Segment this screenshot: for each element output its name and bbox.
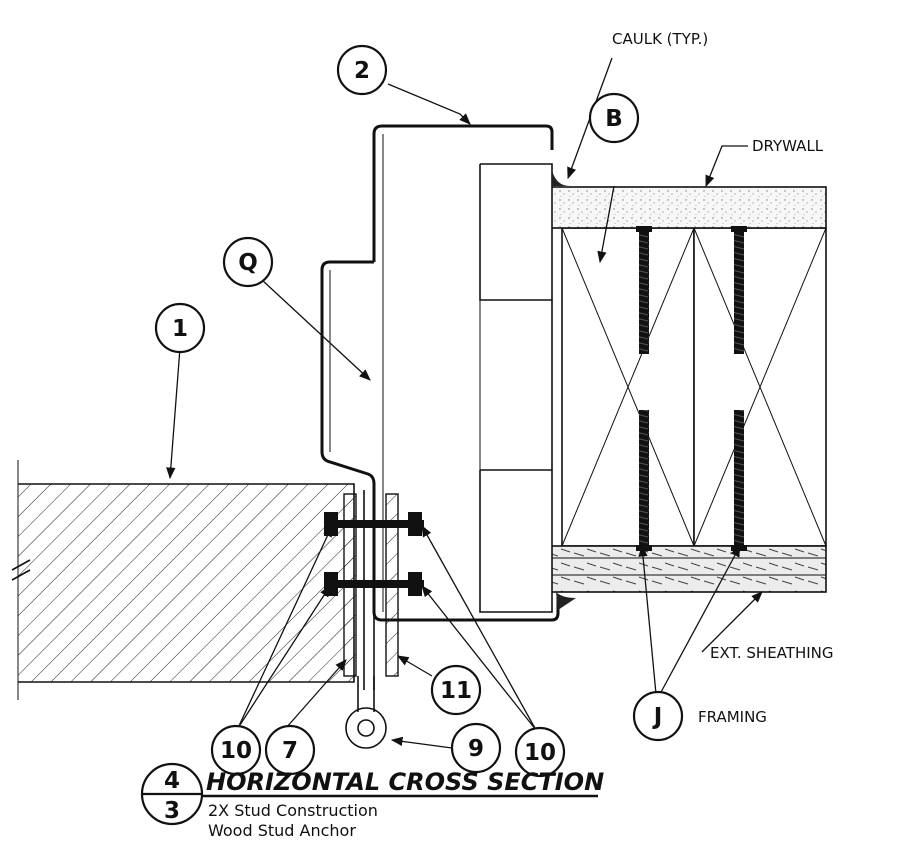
leader-lines [166, 57, 763, 749]
svg-text:9: 9 [468, 736, 484, 762]
svg-text:10: 10 [524, 740, 556, 766]
callout-10-left: 10 [210, 724, 262, 776]
ext-sheathing-label: EXT. SHEATHING [710, 644, 834, 662]
callout-2: 2 [336, 44, 388, 96]
frame-channel [372, 124, 560, 622]
callout-7: 7 [264, 724, 316, 776]
title-number-top: 4 [164, 768, 180, 794]
callout-b: B [588, 92, 640, 144]
title-subline-1: 2X Stud Construction [208, 801, 378, 820]
drywall-board [519, 186, 827, 229]
svg-text:1: 1 [172, 316, 188, 342]
title-number-bottom: 3 [164, 798, 180, 824]
svg-text:Q: Q [238, 250, 258, 276]
svg-text:2: 2 [354, 58, 370, 84]
caulk-label: CAULK (TYP.) [612, 30, 708, 48]
exterior-sheathing [519, 545, 827, 593]
title-subline-2: Wood Stud Anchor [208, 821, 356, 840]
svg-text:7: 7 [282, 738, 298, 764]
trim-subframe [320, 260, 376, 500]
callout-j: J [632, 690, 684, 742]
title-block: 4 3 HORIZONTAL CROSS SECTION 2X Stud Con… [140, 762, 604, 840]
title-text: HORIZONTAL CROSS SECTION [206, 768, 604, 796]
svg-text:10: 10 [220, 738, 252, 764]
callout-1: 1 [154, 302, 206, 354]
caulk-beads [552, 170, 576, 610]
callout-9: 9 [450, 722, 502, 774]
masonry-wall [11, 460, 355, 700]
drywall-label: DRYWALL [752, 137, 824, 155]
callout-q: Q [222, 236, 274, 288]
callout-10-right: 10 [514, 726, 566, 778]
framing-label: FRAMING [698, 708, 767, 726]
wood-studs [561, 227, 827, 547]
svg-text:J: J [652, 704, 663, 730]
svg-text:11: 11 [440, 678, 472, 704]
anchor-assembly [324, 490, 424, 749]
callout-11: 11 [430, 664, 482, 716]
svg-text:B: B [605, 106, 623, 132]
